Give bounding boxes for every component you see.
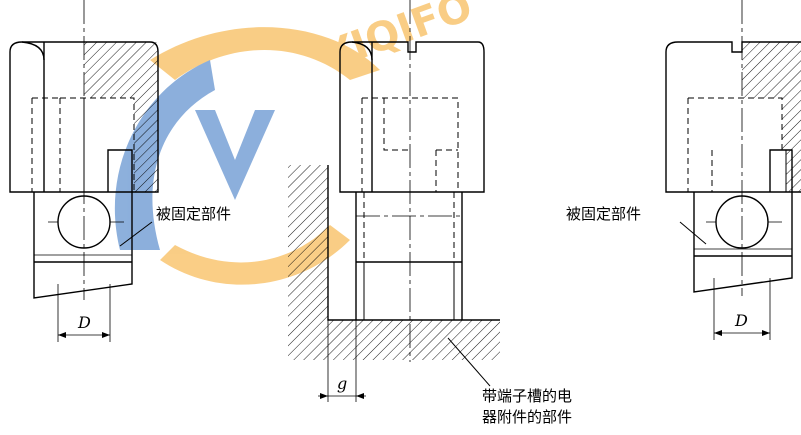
watermark-text: YIQIFO <box>317 0 478 80</box>
left-view <box>9 0 159 342</box>
right-dimension-d: D <box>735 311 748 330</box>
middle-dimension-g: g <box>337 374 348 393</box>
middle-label-line2: 器附件的部件 <box>482 408 573 426</box>
left-fixed-part-label: 被固定部件 <box>156 205 232 223</box>
right-view <box>665 0 801 340</box>
right-fixed-part-label: 被固定部件 <box>566 205 642 223</box>
middle-label-line1: 带端子槽的电 <box>482 387 573 405</box>
middle-view <box>288 0 500 402</box>
left-dimension-d: D <box>78 313 91 332</box>
